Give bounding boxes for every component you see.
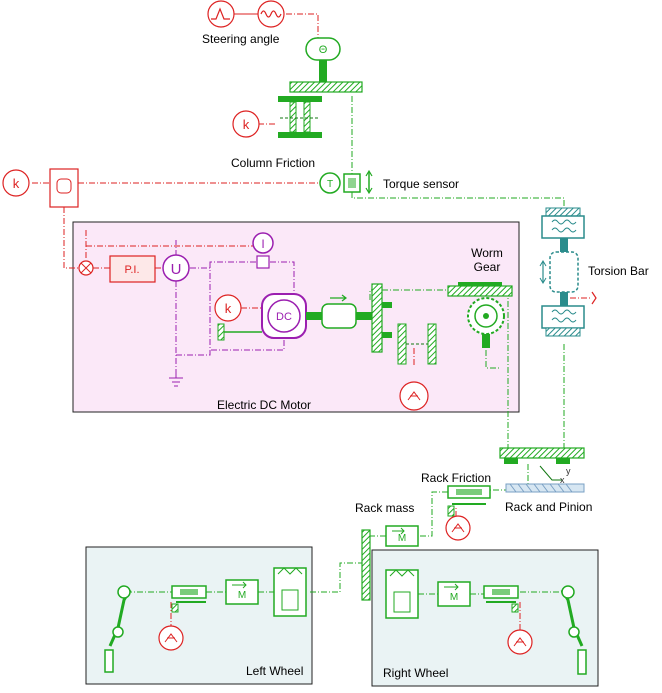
torsion-bar [539,207,597,337]
dc-motor: DC [261,293,322,339]
rack-friction [445,485,491,541]
rack-and-pinion: y x [499,447,585,493]
rack-and-pinion-label: Rack and Pinion [505,500,593,514]
steering-signal-line [286,13,319,38]
voltage-source: U [162,254,190,282]
svg-text:Θ: Θ [319,44,328,56]
rack-mass-label: Rack mass [355,501,415,515]
torsion-bar-label: Torsion Bar [588,264,649,278]
svg-text:y: y [566,466,571,476]
controller-block [49,168,79,208]
right-wheel-assembly: M [385,569,587,675]
svg-text:DC: DC [276,311,292,323]
gear-shaft [371,283,392,353]
worm-gear [447,282,513,348]
worm-gear-label-line1: Worm [471,246,503,260]
controller-output-line [63,207,80,269]
motor-to-gear-line [369,289,448,300]
angle-sensor: Θ [305,37,341,82]
column-bearing [278,81,363,138]
electric-dc-motor-label: Electric DC Motor [217,398,312,412]
pi-controller: P.I. [109,255,156,283]
rack-mass-line [418,491,448,537]
motor-friction [397,323,437,411]
sensor-to-torsion-line [351,192,565,208]
center-link [361,529,371,601]
motor-gain: k [214,294,262,322]
svg-text:k: k [225,301,232,316]
motor-mount [217,323,262,341]
svg-text:M: M [450,592,458,603]
svg-text:M: M [238,590,246,601]
svg-text:U: U [171,261,182,278]
rack-friction-label: Rack Friction [421,471,492,485]
left-wheel-label: Left Wheel [246,664,304,678]
svg-text:k: k [243,117,250,132]
controller-gain: k [2,169,30,197]
torque-sensor-label: Torque sensor [383,177,460,191]
torque-sensor-block: T [319,169,373,195]
motor-to-ground-wire [176,262,211,356]
left-to-center-line [310,562,362,593]
svg-text:x: x [560,475,565,485]
svg-text:M: M [398,533,406,544]
right-wheel-label: Right Wheel [383,666,449,680]
steering-angle-source [207,0,285,28]
svg-text:k: k [13,176,20,191]
worm-gear-label-line2: Gear [473,260,501,274]
worm-gear-label: Worm Gear [462,246,512,274]
column-friction-gain: k [232,110,260,138]
column-friction-label: Column Friction [231,156,316,170]
motor-bottom-wire [210,340,285,351]
worm-to-pinion-line [485,350,500,369]
left-wheel-assembly: M [104,567,307,673]
summing-junction [78,260,94,276]
steering-angle-label: Steering angle [202,32,280,46]
motor-inertia [321,294,372,329]
rack-mass: M [385,525,419,547]
svg-text:T: T [327,179,333,190]
ground-symbol [169,370,183,387]
current-sensor: I [252,232,274,269]
current-sensor-to-motor-wire [270,261,295,300]
svg-text:P.I.: P.I. [124,264,139,276]
svg-text:I: I [261,237,264,251]
